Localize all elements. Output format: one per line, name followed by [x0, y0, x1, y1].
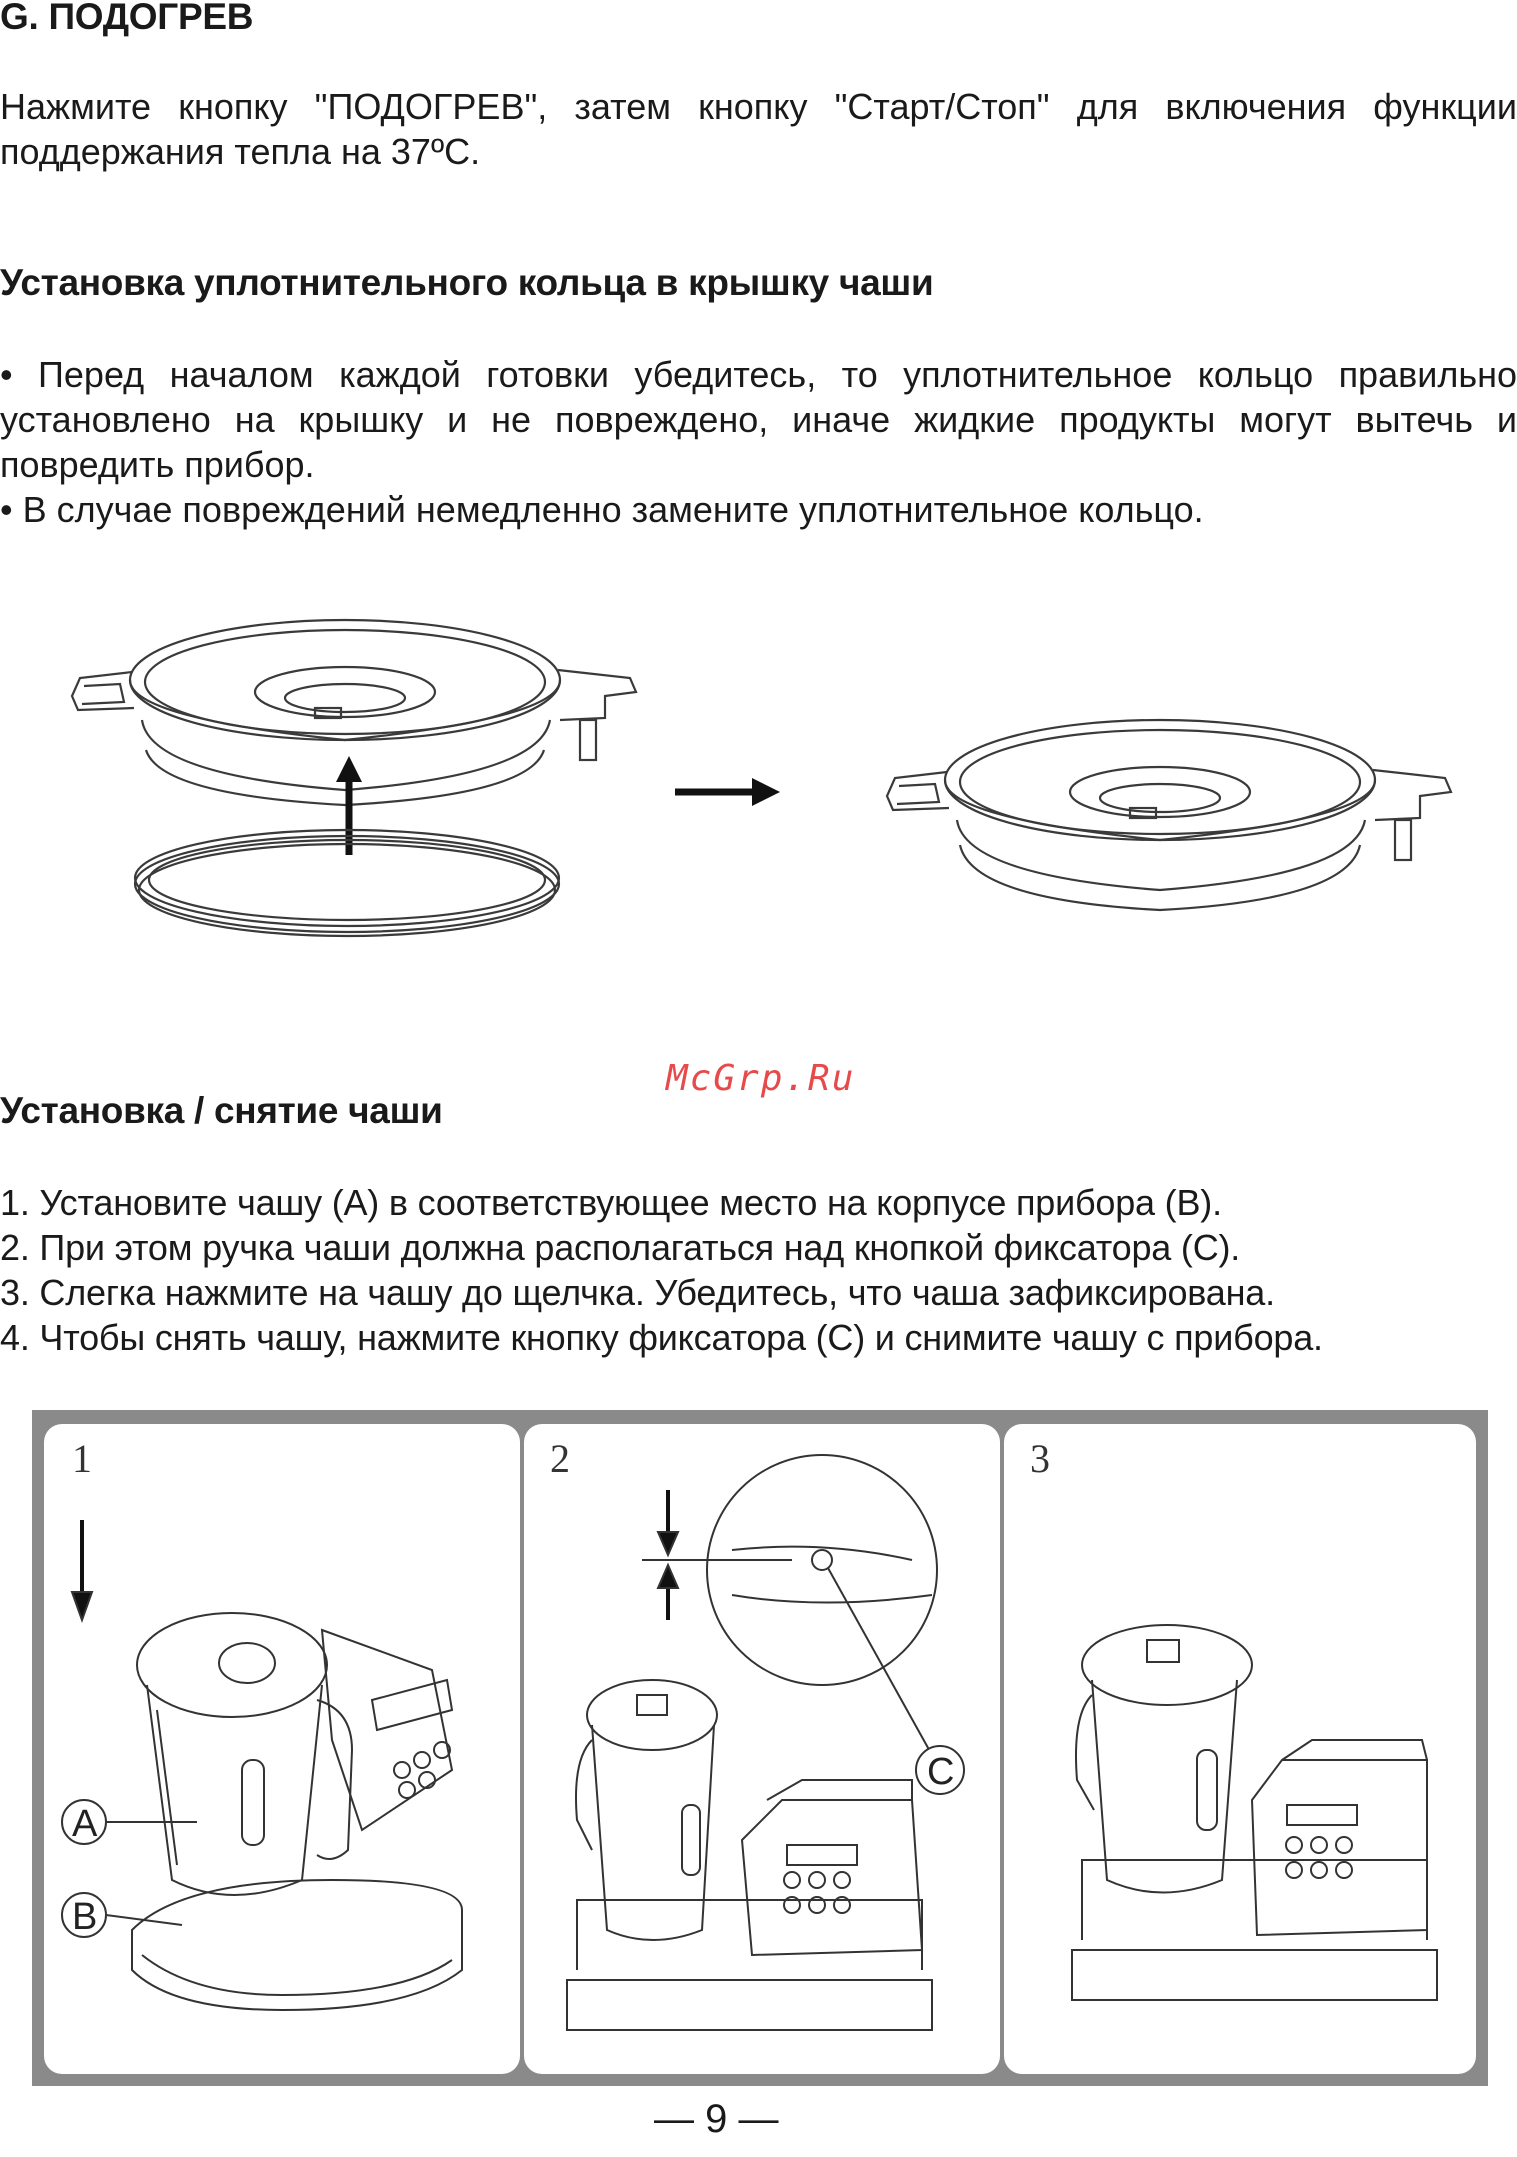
callout-b: B	[61, 1892, 183, 1938]
bowl-step-1: 1. Установите чашу (А) в соответствующее…	[0, 1182, 1222, 1223]
lid-with-ring	[885, 718, 1453, 912]
panel-1-number: 1	[72, 1436, 92, 1481]
section-g-title: G. ПОДОГРЕВ	[0, 0, 254, 37]
seal-ring	[133, 828, 561, 938]
bowl-title: Установка / снятие чаши	[0, 1090, 443, 1131]
panel-3-number: 3	[1030, 1436, 1050, 1481]
panel-1	[44, 1424, 520, 2074]
page-dash-left: —	[654, 2097, 694, 2141]
watermark: McGrp.Ru	[666, 1058, 856, 1099]
bowl-step-4: 4. Чтобы снять чашу, нажмите кнопку фикс…	[0, 1317, 1323, 1358]
label-b: B	[72, 1896, 97, 1938]
seal-ring-illustration	[70, 618, 1453, 938]
panel-1-appliance	[70, 1520, 463, 2012]
bowl-step-2: 2. При этом ручка чаши должна располагат…	[0, 1227, 1241, 1268]
label-a: A	[72, 1803, 98, 1845]
page-number: 9	[705, 2097, 728, 2141]
seal-ring-title: Установка уплотнительного кольца в крышк…	[0, 262, 934, 303]
panel-2	[524, 1424, 1000, 2074]
callout-a: A	[61, 1799, 197, 1845]
insert-arrow-up	[336, 756, 362, 855]
page-number-row: — 9 —	[654, 2097, 779, 2142]
page-dash-right: —	[738, 2097, 779, 2141]
section-g-text: Нажмите кнопку "ПОДОГРЕВ", затем кнопку …	[0, 84, 1517, 174]
lid-without-ring	[70, 618, 638, 807]
bowl-step-3: 3. Слегка нажмите на чашу до щелчка. Убе…	[0, 1272, 1275, 1313]
panel-3	[1004, 1424, 1476, 2074]
seal-ring-line-1: • Перед началом каждой готовки убедитесь…	[0, 354, 1517, 395]
section-g-line-2: поддержания тепла на 37ºC.	[0, 131, 481, 172]
bowl-installation-figure: 1 2 3 A B	[32, 1410, 1488, 2086]
seal-ring-text: • Перед началом каждой готовки убедитесь…	[0, 352, 1517, 532]
seal-ring-line-3: повредить прибор.	[0, 444, 315, 485]
panel-2-number: 2	[550, 1436, 570, 1481]
seal-ring-line-2: установлено на крышку и не повреждено, и…	[0, 399, 1517, 440]
panel-2-appliance	[566, 1454, 938, 2031]
seal-ring-line-4: • В случае повреждений немедленно замени…	[0, 489, 1204, 530]
section-g-line-1: Нажмите кнопку "ПОДОГРЕВ", затем кнопку …	[0, 86, 1517, 127]
result-arrow-right	[675, 778, 780, 806]
panel-3-appliance	[1071, 1624, 1438, 2001]
label-c: C	[927, 1751, 954, 1793]
callout-c: C	[915, 1745, 965, 1795]
bowl-steps: 1. Установите чашу (А) в соответствующее…	[0, 1180, 1517, 1360]
